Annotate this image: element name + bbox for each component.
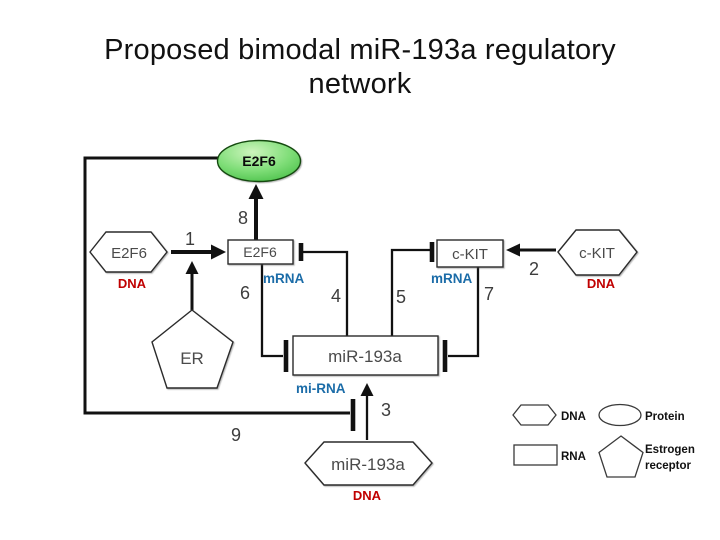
node-mir193a-dna — [304, 441, 433, 486]
edge-er-arrowhead — [185, 261, 199, 274]
edge-1-arrowhead — [211, 244, 226, 260]
edge-7-line — [448, 267, 480, 358]
edge-4-line — [303, 250, 349, 336]
node-mir193a-dna-label: miR-193a — [331, 455, 405, 474]
edge-6-line — [260, 263, 283, 358]
edge-5-line — [390, 248, 430, 336]
node-mir193a-rna — [292, 335, 439, 376]
legend: DNA Protein RNA Estrogen receptor — [512, 403, 695, 478]
edge-9-line — [83, 156, 350, 415]
node-mir193a-rna-label: miR-193a — [328, 347, 402, 366]
edge-3-arrowhead — [360, 383, 374, 396]
legend-estrogen-label-line2: receptor — [645, 460, 692, 472]
legend-rna-label: RNA — [561, 451, 586, 463]
node-er-label: ER — [180, 349, 204, 368]
node-e2f6-dna-tag: DNA — [118, 276, 147, 291]
edge-number-6: 6 — [240, 283, 250, 303]
legend-dna-label: DNA — [561, 411, 586, 423]
node-e2f6-protein — [216, 139, 302, 183]
legend-estrogen-pentagon-icon — [598, 435, 644, 478]
edge-number-4: 4 — [331, 286, 341, 306]
edge-number-5: 5 — [396, 287, 406, 307]
node-er — [151, 309, 234, 389]
legend-rna-rect-icon — [513, 444, 558, 466]
node-ckit-mrna — [436, 239, 504, 268]
edge-8-arrowhead — [248, 184, 264, 199]
edge-number-9: 9 — [231, 425, 241, 445]
legend-estrogen-label-line1: Estrogen — [645, 444, 695, 456]
slide-title: Proposed bimodal miR-193a regulatory net… — [0, 34, 720, 101]
node-ckit-mrna-label: c-KIT — [452, 246, 488, 263]
legend-protein-label: Protein — [645, 411, 685, 423]
node-ckit-dna-tag: DNA — [587, 276, 616, 291]
legend-protein-ellipse-icon — [598, 403, 642, 427]
slide-title-line1: Proposed bimodal miR-193a regulatory — [104, 34, 616, 66]
edge-number-8: 8 — [238, 208, 248, 228]
edge-number-1: 1 — [185, 229, 195, 249]
node-ckit-mrna-tag: mRNA — [431, 271, 473, 286]
edge-number-3: 3 — [381, 400, 391, 420]
node-ckit-dna — [557, 229, 638, 276]
node-e2f6-protein-label: E2F6 — [242, 153, 276, 169]
node-mir193a-dna-tag: DNA — [353, 488, 382, 503]
edge-number-2: 2 — [529, 259, 539, 279]
node-ckit-dna-label: c-KIT — [579, 245, 615, 262]
node-mir193a-rna-tag: mi-RNA — [296, 381, 346, 396]
node-e2f6-mrna-label: E2F6 — [243, 244, 277, 260]
node-e2f6-mrna-tag: mRNA — [263, 271, 305, 286]
slide-title-line2: network — [308, 67, 412, 100]
edge-2-arrowhead — [506, 243, 520, 257]
node-e2f6-dna-label: E2F6 — [111, 245, 147, 262]
node-e2f6-dna — [89, 231, 168, 273]
edge-number-7: 7 — [484, 284, 494, 304]
node-e2f6-mrna — [227, 239, 294, 265]
legend-dna-hexagon-icon — [512, 404, 557, 426]
